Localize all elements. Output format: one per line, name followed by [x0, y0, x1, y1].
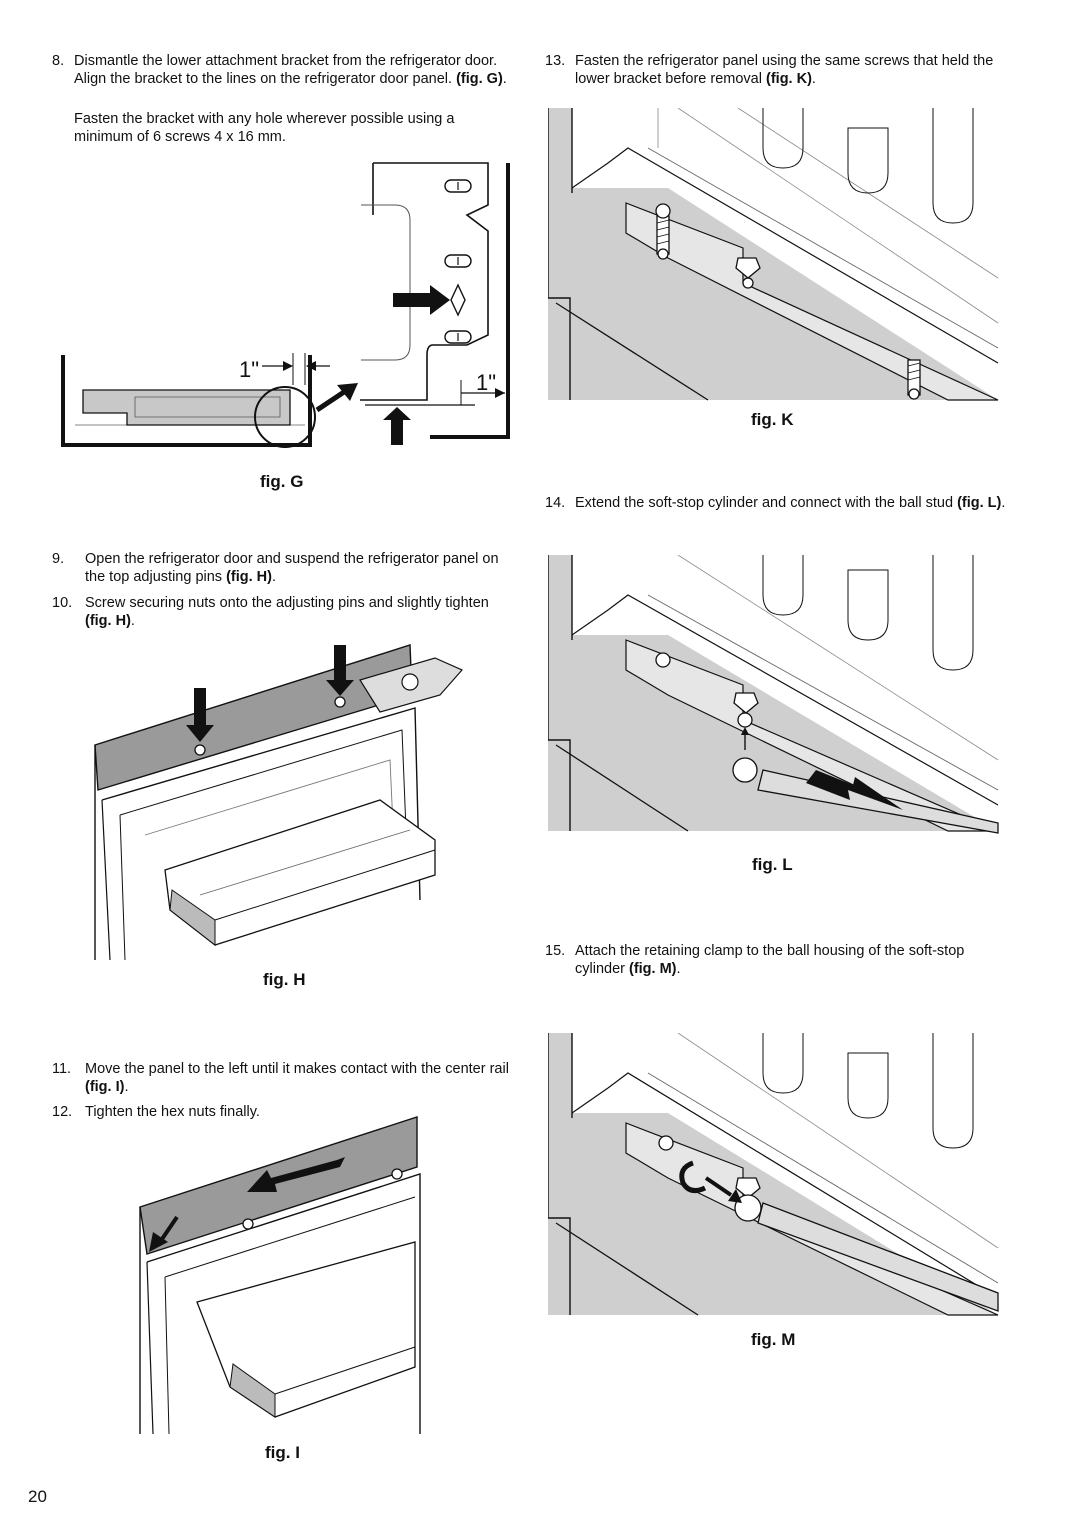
step-number: 8.	[52, 53, 65, 69]
figure-reference: (fig. G)	[456, 71, 503, 87]
figure-reference: (fig. H)	[85, 613, 131, 629]
panel-left-illustration	[139, 1116, 421, 1435]
figure-l-caption: fig. L	[752, 855, 793, 874]
step-number: 11.	[52, 1061, 72, 1077]
figure-reference: (fig. I)	[85, 1079, 125, 1095]
step-number: 15.	[545, 943, 566, 959]
screw-fastening-illustration	[548, 108, 1003, 405]
figure-reference: (fig. M)	[629, 961, 677, 977]
figure-g-caption: fig. G	[260, 472, 304, 491]
figure-i-caption: fig. I	[265, 1443, 300, 1462]
step-text: Open the refrigerator door and suspend t…	[85, 551, 499, 585]
dimension-label-left: 1"	[239, 357, 260, 382]
step-text: Dismantle the lower attachment bracket f…	[74, 53, 498, 87]
note-text: Fasten the bracket with any hole whereve…	[74, 111, 455, 145]
softstop-connect-illustration	[548, 555, 1003, 835]
figure-k-caption: fig. K	[751, 410, 794, 429]
step-text: Attach the retaining clamp to the ball h…	[575, 943, 965, 977]
figure-i-panel-left	[135, 1112, 425, 1437]
figure-h-caption: fig. H	[263, 970, 306, 989]
figure-reference: (fig. H)	[226, 569, 272, 585]
figure-h-panel-suspend	[90, 640, 470, 965]
figure-reference: (fig. L)	[957, 495, 1002, 511]
page-number: 20	[28, 1487, 47, 1506]
dimension-label-right: 1"	[476, 370, 497, 395]
panel-suspend-illustration	[94, 644, 463, 961]
step-8-note: Fasten the bracket with any hole whereve…	[74, 110, 508, 146]
step-text: Fasten the refrigerator panel using the …	[575, 53, 994, 87]
figure-reference: (fig. K)	[766, 71, 812, 87]
figure-k-screw-fastening	[548, 108, 1003, 405]
figure-m-caption: fig. M	[751, 1330, 796, 1349]
figure-m-retaining-clamp	[548, 1033, 1003, 1318]
figure-l-softstop-connect	[548, 555, 1003, 835]
step-number: 13.	[545, 53, 566, 69]
step-text: Move the panel to the left until it make…	[85, 1061, 509, 1077]
retaining-clamp-illustration	[548, 1033, 1003, 1318]
figure-g-bracket-diagram: 1" 1"	[55, 155, 515, 455]
step-number: 14.	[545, 495, 566, 511]
step-text: Tighten the hex nuts finally.	[85, 1104, 260, 1120]
step-text: Screw securing nuts onto the adjusting p…	[85, 595, 489, 611]
bracket-illustration	[61, 162, 510, 448]
step-text: Extend the soft-stop cylinder and connec…	[575, 495, 954, 511]
step-number: 10.	[52, 595, 73, 611]
step-number: 12.	[52, 1104, 73, 1120]
step-number: 9.	[52, 551, 65, 567]
